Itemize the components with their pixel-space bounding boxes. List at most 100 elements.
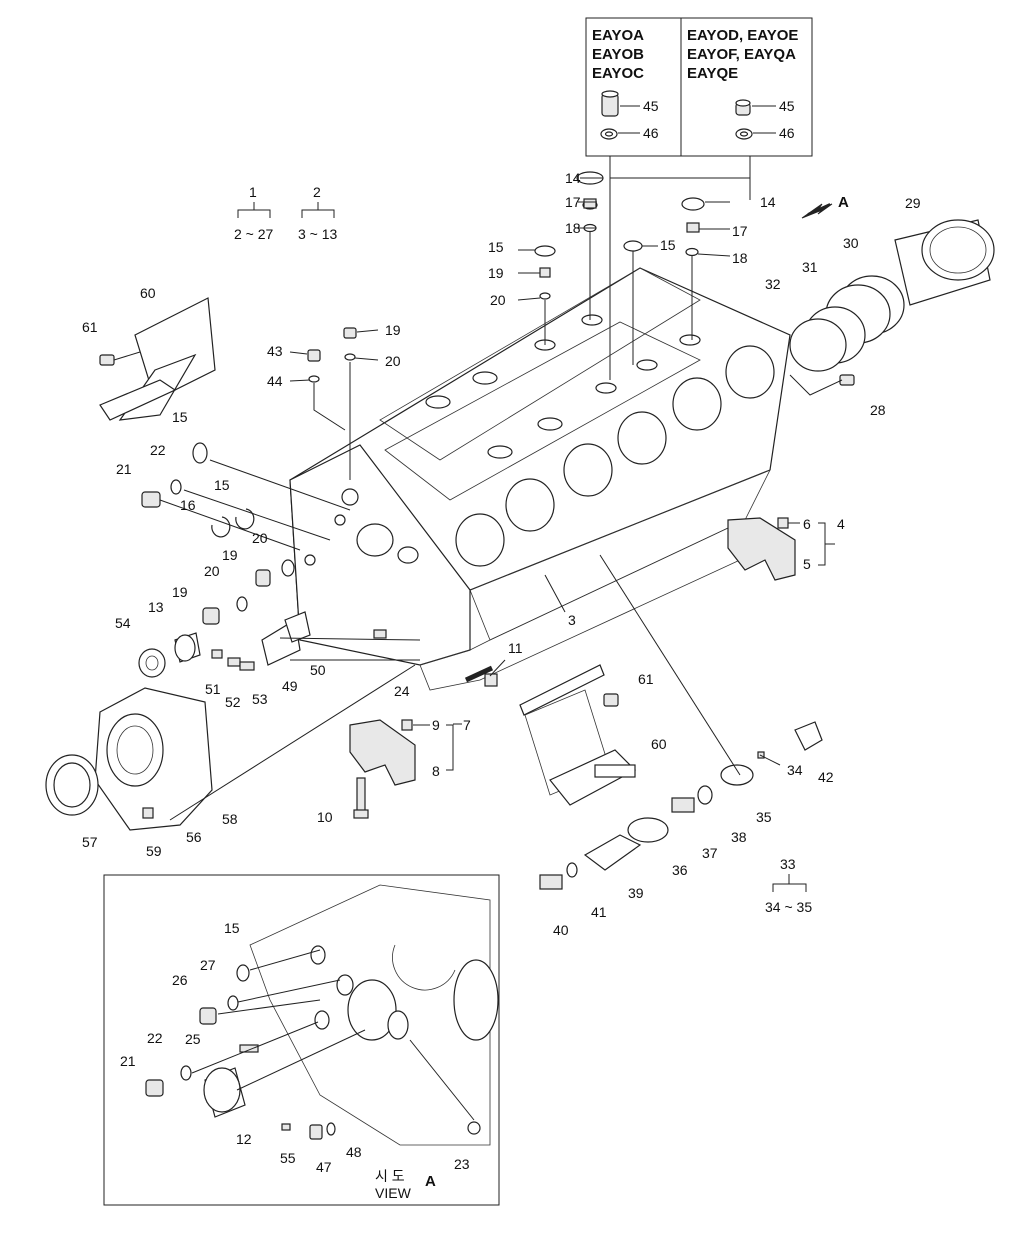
callout-52: 52 (225, 694, 241, 710)
callout-32: 32 (765, 276, 781, 292)
washer-44 (308, 375, 320, 383)
callout-20-a: 20 (490, 292, 506, 308)
bolt-61-b (603, 693, 619, 707)
bolt-40 (539, 874, 563, 890)
inset-caption-view: VIEW (375, 1185, 412, 1201)
bearing-caps (349, 517, 796, 819)
callout-36: 36 (672, 862, 688, 878)
callout-18-b: 18 (732, 250, 748, 266)
washer-15-c (192, 442, 208, 464)
callout-37: 37 (702, 845, 718, 861)
gasket-36 (627, 817, 669, 843)
bearing-cap-8 (349, 719, 416, 786)
cylinder-bore-4 (617, 411, 667, 465)
callout-43: 43 (267, 343, 283, 359)
group-33-range: 34 ~ 35 (765, 899, 812, 915)
inset-view-a: 15 27 26 22 25 21 12 55 47 48 23 시 도 VIE… (103, 874, 500, 1206)
inset-callout-55: 55 (280, 1150, 296, 1166)
callout-57: 57 (82, 834, 98, 850)
dowel-25 (239, 1044, 259, 1053)
washer-20-b (344, 353, 356, 361)
variant-model-4: EAYOD, EAYOE (687, 27, 798, 44)
callout-6: 6 (803, 516, 811, 532)
callout-14-a: 14 (565, 170, 581, 186)
callout-41: 41 (591, 904, 607, 920)
callout-22-a: 22 (150, 442, 166, 458)
callout-16: 16 (180, 497, 196, 513)
washer-15-a (534, 245, 556, 257)
plug-26 (199, 1007, 217, 1025)
cap-15-d (235, 508, 255, 530)
group-1-range: 2 ~ 27 (234, 226, 274, 242)
callout-18-a: 18 (565, 220, 581, 236)
washer-20-d (236, 596, 248, 612)
cylinder-bore-2 (505, 478, 555, 532)
washer-20-c (281, 559, 295, 577)
washer-48 (326, 1122, 336, 1136)
sensor-53 (239, 661, 255, 671)
o-ring-32 (789, 318, 847, 372)
bolt-61-a (99, 354, 115, 366)
variant-model-6: EAYQE (687, 65, 738, 82)
mount-bracket-top (99, 297, 216, 421)
washer-22-inset (180, 1065, 192, 1081)
group-33-parent: 33 (780, 856, 796, 872)
callout-10: 10 (317, 809, 333, 825)
callout-50: 50 (310, 662, 326, 678)
inset-callout-15: 15 (224, 920, 240, 936)
callout-15-a: 15 (488, 239, 504, 255)
callout-24: 24 (394, 683, 410, 699)
cylinder-bore-1 (455, 513, 505, 567)
plug-19-c (255, 569, 271, 587)
sensor-parts (211, 611, 498, 687)
callout-4: 4 (837, 516, 845, 532)
inset-callout-26: 26 (172, 972, 188, 988)
callout-31: 31 (802, 259, 818, 275)
callout-19-a: 19 (488, 265, 504, 281)
variant-model-3: EAYOC (592, 65, 644, 82)
callout-28: 28 (870, 402, 886, 418)
callout-21-a: 21 (116, 461, 132, 477)
callout-30: 30 (843, 235, 859, 251)
callout-58: 58 (222, 811, 238, 827)
callout-15-b: 15 (660, 237, 676, 253)
callout-14-b: 14 (760, 194, 776, 210)
callout-20-c: 20 (252, 530, 268, 546)
callout-61-b: 61 (638, 671, 654, 687)
inset-callout-22: 22 (147, 1030, 163, 1046)
cylinder-bore-3 (563, 443, 613, 497)
callout-51: 51 (205, 681, 221, 697)
plug-17-b (686, 222, 700, 233)
callout-44: 44 (267, 373, 283, 389)
callout-59: 59 (146, 843, 162, 859)
callout-53: 53 (252, 691, 268, 707)
inset-callout-25: 25 (185, 1031, 201, 1047)
bracket-60-b (519, 664, 605, 716)
washer-14-b (681, 197, 705, 211)
group-1-parent: 1 (249, 184, 257, 200)
washer-15-inset (236, 964, 250, 982)
callout-7: 7 (463, 717, 471, 733)
plug-19-a (539, 267, 551, 278)
plug-47 (309, 1124, 323, 1140)
callout-61-a: 61 (82, 319, 98, 335)
bolt-6 (777, 517, 789, 529)
dowel-24 (373, 629, 387, 639)
gasket-50 (284, 611, 311, 643)
inset-callout-23: 23 (454, 1156, 470, 1172)
callouts: 14 17 18 14 17 18 15 19 20 15 29 30 31 3… (82, 170, 921, 938)
callout-45-b: 45 (779, 98, 795, 114)
callout-35: 35 (756, 809, 772, 825)
inset-caption-korean: 시 도 (375, 1168, 405, 1184)
pipe-39 (583, 834, 642, 871)
callout-20-b: 20 (385, 353, 401, 369)
bolt-59 (142, 807, 154, 819)
mount-bracket-mid (519, 664, 636, 806)
callout-17-a: 17 (565, 194, 581, 210)
cylinder-liner-group (789, 219, 995, 396)
callout-46-b: 46 (779, 125, 795, 141)
callout-40: 40 (553, 922, 569, 938)
callout-19-c: 19 (222, 547, 238, 563)
callout-19-d: 19 (172, 584, 188, 600)
